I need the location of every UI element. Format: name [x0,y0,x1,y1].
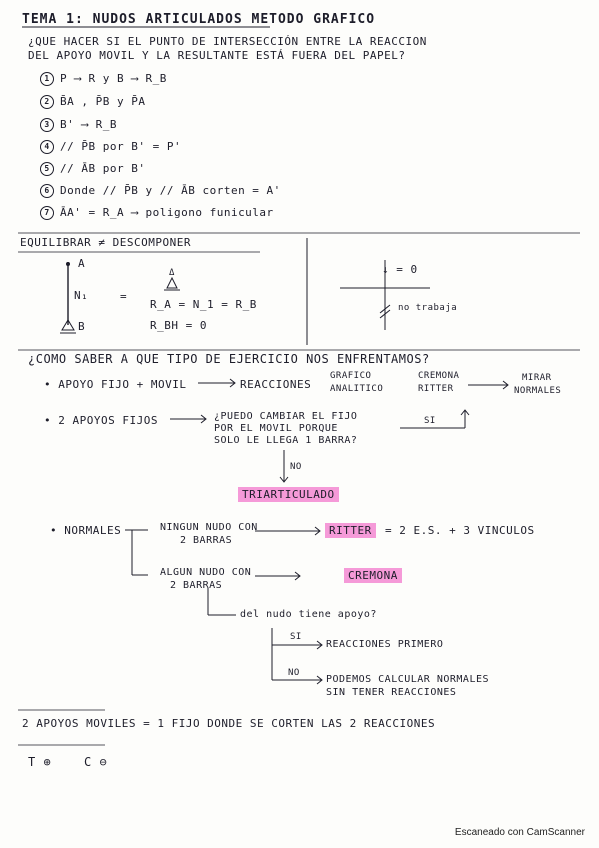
step-number: 1 [40,72,54,86]
step-text: ĀA' = R_A ⟶ poligono funicular [60,206,274,219]
page-title: TEMA 1: NUDOS ARTICULADOS METODO GRAFICO [22,12,376,27]
row2-question-3: SOLO LE LLEGA 1 BARRA? [214,435,358,446]
step-2: 2 B̄A , P̄B y P̄A [40,95,145,109]
triangle-label: Δ [169,268,175,278]
step-1: 1 P ⟶ R y B ⟶ R_B [40,72,167,86]
question-line-2: DEL APOYO MOVIL Y LA RESULTANTE ESTÁ FUE… [28,49,406,62]
cremona-highlight: CREMONA [344,568,402,583]
no-trabaja-label: no trabaja [398,303,458,313]
branch2-line1: ALGUN NUDO CON [160,567,252,578]
no-text-2: SIN TENER REACCIONES [326,687,457,698]
step-number: 7 [40,206,54,220]
step-7: 7 ĀA' = R_A ⟶ poligono funicular [40,206,274,220]
branch1-line1: NINGUN NUDO CON [160,522,258,533]
triarticulado-highlight: TRIARTICULADO [238,487,339,502]
question-line-1: ¿QUE HACER SI EL PUNTO DE INTERSECCIÓN E… [28,35,427,48]
branch2-line2: 2 BARRAS [170,580,223,591]
step-text: // ĀB por B' [60,162,146,175]
equals-sign: = [120,290,128,303]
ritter-highlight: RITTER [325,523,376,538]
row2-question-2: POR EL MOVIL PORQUE [214,423,338,434]
cremona-label: CREMONA [344,568,402,583]
step-text: B̄A , P̄B y P̄A [60,95,146,108]
si-label: SI [290,632,302,642]
row1-analitico: ANALITICO [330,384,384,394]
si-text: REACCIONES PRIMERO [326,639,444,650]
tipo-heading: ¿COMO SABER A QUE TIPO DE EJERCICIO NOS … [28,352,430,366]
step-number: 2 [40,95,54,109]
equation-1: R_A = N_1 = R_B [150,298,257,311]
step-text: P ⟶ R y B ⟶ R_B [60,72,167,85]
apoyo-question: del nudo tiene apoyo? [240,609,377,620]
row1-grafico: GRAFICO [330,371,372,381]
scanner-footer: Escaneado con CamScanner [454,827,585,838]
step-6: 6 Donde // P̄B y // ĀB corten = A' [40,184,281,198]
step-text: // P̄B por B' = P' [60,140,182,153]
branch1-line2: 2 BARRAS [180,535,233,546]
row1-cremona: CREMONA [418,371,460,381]
compression-label: C ⊖ [84,755,108,769]
node-label-n: N₁ [74,289,89,302]
node-label-a: A [78,257,86,270]
step-number: 6 [40,184,54,198]
triarticulado-label: TRIARTICULADO [238,487,339,502]
step-number: 4 [40,140,54,154]
triangle-icon [166,276,178,289]
node-label-b: B [78,320,86,333]
row1-reacciones: REACCIONES [240,378,312,391]
no-text-1: PODEMOS CALCULAR NORMALES [326,674,490,685]
row2-si: SI [424,416,436,426]
step-text: B' ⟶ R_B [60,118,117,131]
tension-label: T ⊕ [28,755,52,769]
bottom-rule: 2 APOYOS MOVILES = 1 FIJO DONDE SE CORTE… [22,717,436,730]
row1-left: • APOYO FIJO + MOVIL [44,378,187,391]
zero-displacement: ↓ = 0 [382,263,418,276]
step-5: 5 // ĀB por B' [40,162,145,176]
ritter-formula: = 2 E.S. + 3 VINCULOS [385,524,535,537]
step-number: 5 [40,162,54,176]
step-number: 3 [40,118,54,132]
row2-no: NO [290,462,302,472]
no-label: NO [288,668,300,678]
normales-label: • NORMALES [50,524,122,537]
step-4: 4 // P̄B por B' = P' [40,140,181,154]
row1-ritter: RITTER [418,384,454,394]
row2-left: • 2 APOYOS FIJOS [44,414,158,427]
equation-2: R_BH = 0 [150,319,207,332]
step-text: Donde // P̄B y // ĀB corten = A' [60,184,281,197]
row1-mirar: MIRAR [522,373,552,383]
equilibrar-heading: EQUILIBRAR ≠ DESCOMPONER [20,236,191,249]
ritter-label: RITTER [325,523,376,538]
row1-normales: NORMALES [514,386,562,396]
row2-question-1: ¿PUEDO CAMBIAR EL FIJO [214,411,358,422]
step-3: 3 B' ⟶ R_B [40,118,117,132]
